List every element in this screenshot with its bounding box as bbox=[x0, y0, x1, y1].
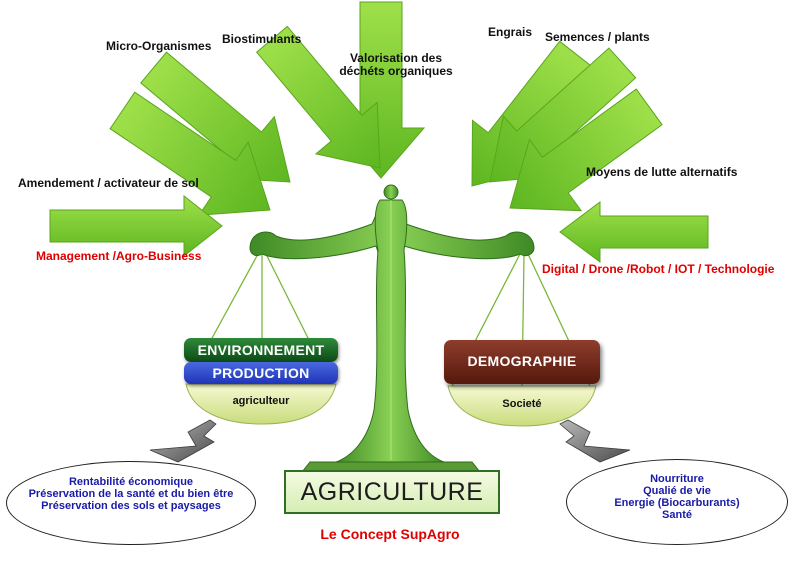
plate-label-agriculteur: agriculteur bbox=[232, 395, 290, 407]
label-moyens-de-lutte: Moyens de lutte alternatifs bbox=[586, 165, 738, 179]
environnement-tag: ENVIRONNEMENT bbox=[184, 338, 338, 362]
agriculture-title: AGRICULTURE bbox=[300, 478, 484, 506]
green-arrow-icon bbox=[49, 194, 223, 258]
left-outcome-ellipse bbox=[6, 461, 256, 545]
label-engrais: Engrais bbox=[488, 25, 533, 39]
left-outcome-line: Préservation de la santé et du bien être bbox=[28, 488, 234, 500]
plate-label-societe: Societé bbox=[502, 398, 542, 410]
label-semences: Semences / plants bbox=[545, 30, 650, 44]
right-outcome-line: Santé bbox=[662, 509, 692, 521]
label-amendement: Amendement / activateur de sol bbox=[18, 176, 199, 190]
green-arrow-icon bbox=[559, 201, 709, 263]
left-outcome-line: Préservation des sols et paysages bbox=[41, 500, 221, 512]
green-arrow-icon bbox=[255, 25, 381, 169]
right-outcome-line: Qualié de vie bbox=[643, 485, 711, 497]
right-outcome-line: Energie (Biocarburants) bbox=[614, 497, 740, 509]
production-tag: PRODUCTION bbox=[184, 362, 338, 384]
left-plate bbox=[185, 383, 337, 425]
demographie-tag: DEMOGRAPHIE bbox=[444, 340, 600, 384]
label-biostimulants: Biostimulants bbox=[222, 32, 302, 46]
gray-arrow-icon bbox=[149, 419, 217, 463]
concept-caption: Le Concept SupAgro bbox=[320, 526, 460, 542]
green-arrow-icon bbox=[109, 91, 271, 216]
gray-arrow-icon bbox=[559, 419, 631, 463]
label-digital: Digital / Drone /Robot / IOT / Technolog… bbox=[542, 262, 775, 276]
green-arrow-icon bbox=[509, 88, 663, 212]
agriculture-base bbox=[284, 470, 500, 514]
right-plate bbox=[447, 385, 597, 427]
label-management: Management /Agro-Business bbox=[36, 249, 202, 263]
label-micro-organismes: Micro-Organismes bbox=[106, 39, 212, 53]
right-outcome-ellipse bbox=[566, 459, 788, 545]
left-outcome-text: Rentabilité économique Préservation de l… bbox=[6, 476, 256, 512]
right-outcome-line: Nourriture bbox=[650, 473, 704, 485]
right-outcome-text: Nourriture Qualié de vie Energie (Biocar… bbox=[566, 473, 788, 521]
label-valorisation-1: Valorisation des bbox=[349, 51, 443, 65]
label-valorisation-2: déchéts organiques bbox=[339, 64, 453, 78]
left-outcome-line: Rentabilité économique bbox=[68, 476, 194, 488]
scale-body bbox=[249, 184, 535, 473]
